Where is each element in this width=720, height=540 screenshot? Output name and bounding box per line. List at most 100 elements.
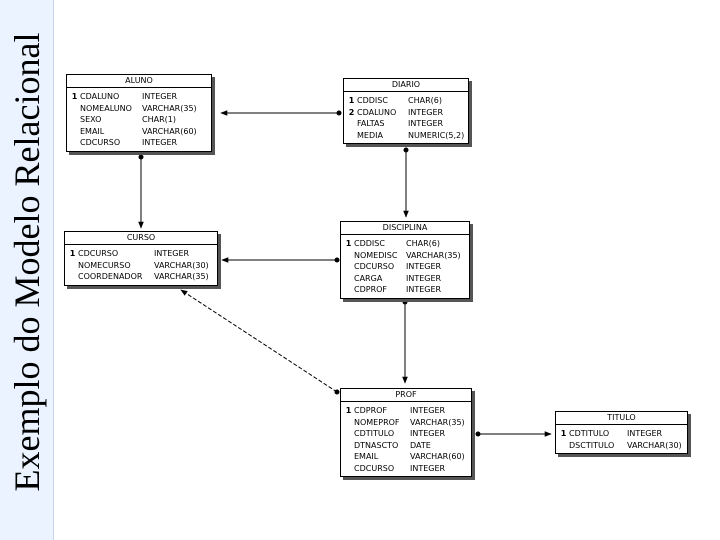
attribute-name: CDALUNO	[357, 107, 397, 117]
attribute-name: CDTITULO	[569, 429, 610, 438]
rel-prof-titulo-dot	[475, 431, 481, 437]
attribute-type: VARCHAR(60)	[410, 452, 465, 461]
attribute-row: COORDENADOR VARCHAR(35)	[67, 271, 215, 283]
attribute-type: INTEGER	[142, 138, 178, 147]
attribute-type: VARCHAR(35)	[142, 103, 197, 113]
entity-title: DISCIPLINA	[341, 222, 469, 235]
entity-title: ALUNO	[67, 75, 211, 88]
attribute-type: INTEGER	[627, 429, 663, 438]
primary-key-icon: 1	[345, 239, 352, 248]
attribute-name: CDALUNO	[80, 92, 120, 101]
attribute-row: CDCURSO INTEGER	[343, 261, 467, 273]
attribute-type: INTEGER	[410, 463, 446, 473]
attribute-type: CHAR(6)	[406, 239, 440, 248]
attribute-row: NOMECURSO VARCHAR(30)	[67, 260, 215, 272]
attribute-type: CHAR(6)	[408, 96, 442, 105]
attribute-name: CDCURSO	[80, 138, 121, 147]
attribute-type: INTEGER	[410, 429, 446, 438]
attribute-name: COORDENADOR	[78, 272, 143, 281]
attribute-type: INTEGER	[406, 262, 442, 271]
attribute-row: NOMEPROF VARCHAR(35)	[343, 417, 469, 429]
attribute-row: EMAIL VARCHAR(60)	[69, 126, 209, 138]
entity-title: DIARIO	[344, 79, 468, 92]
attribute-type: INTEGER	[408, 119, 444, 128]
attribute-type: INTEGER	[406, 273, 442, 283]
attribute-name: CDPROF	[354, 285, 388, 294]
primary-key-icon: 1	[69, 249, 76, 258]
attribute-name: CDDISC	[357, 96, 388, 105]
attribute-name: CDCURSO	[354, 463, 395, 473]
attribute-row: NOMEALUNO VARCHAR(35)	[69, 103, 209, 115]
attribute-name: CARGA	[354, 273, 383, 283]
primary-key-icon: 1	[348, 96, 355, 105]
entity-title: PROF	[341, 389, 471, 402]
attribute-type: NUMERIC(5,2)	[408, 130, 465, 140]
attribute-name: EMAIL	[80, 126, 105, 136]
attribute-name: CDPROF	[354, 406, 388, 415]
attribute-type: INTEGER	[154, 249, 190, 258]
attribute-type: VARCHAR(60)	[142, 126, 197, 136]
attribute-name: CDCURSO	[78, 249, 119, 258]
attribute-type: VARCHAR(35)	[410, 417, 465, 427]
attribute-name: CDDISC	[354, 239, 385, 248]
attribute-name: NOMEALUNO	[80, 103, 132, 113]
attribute-row: CDCURSO INTEGER	[343, 463, 469, 475]
rel-aluno-curso-dot	[138, 154, 144, 160]
attribute-type: INTEGER	[142, 92, 178, 101]
attribute-row: CDTITULO INTEGER	[343, 428, 469, 440]
primary-key-icon: 1	[560, 429, 567, 438]
primary-key-icon: 1	[71, 92, 78, 101]
attribute-name: CDTITULO	[354, 429, 395, 438]
rel-disciplina-curso-dot	[334, 257, 340, 263]
rel-diario-disciplina-dot	[403, 147, 409, 153]
attribute-name: EMAIL	[354, 452, 379, 461]
attribute-row: EMAIL VARCHAR(60)	[343, 451, 469, 463]
attribute-type: INTEGER	[408, 107, 444, 117]
title-sidebar: Exemplo do Modelo Relacional	[0, 0, 54, 540]
attribute-type: CHAR(1)	[142, 115, 176, 124]
entity-title: CURSO	[65, 232, 217, 245]
primary-key-icon: 1	[345, 406, 352, 415]
attribute-name: MEDIA	[357, 130, 383, 140]
attribute-row: MEDIA NUMERIC(5,2)	[346, 130, 466, 142]
attribute-name: CDCURSO	[354, 262, 395, 271]
attribute-row: CARGA INTEGER	[343, 273, 467, 285]
attribute-name: DTNASCTO	[354, 440, 399, 450]
attribute-row: NOMEDISC VARCHAR(35)	[343, 250, 467, 262]
attribute-name: NOMECURSO	[78, 260, 131, 270]
attribute-type: VARCHAR(35)	[406, 250, 461, 260]
rel-prof-curso-dot	[334, 389, 340, 395]
attribute-row: CDCURSO INTEGER	[69, 137, 209, 149]
attribute-name: DSCTITULO	[569, 440, 615, 450]
rel-diario-aluno-dot	[336, 110, 342, 116]
rel-prof-curso	[180, 289, 338, 393]
attribute-name: NOMEPROF	[354, 417, 400, 427]
attribute-type: VARCHAR(35)	[154, 272, 209, 281]
rel-disciplina-prof-dot	[402, 299, 408, 305]
attribute-name: NOMEDISC	[354, 250, 398, 260]
attribute-type: VARCHAR(30)	[154, 260, 209, 270]
